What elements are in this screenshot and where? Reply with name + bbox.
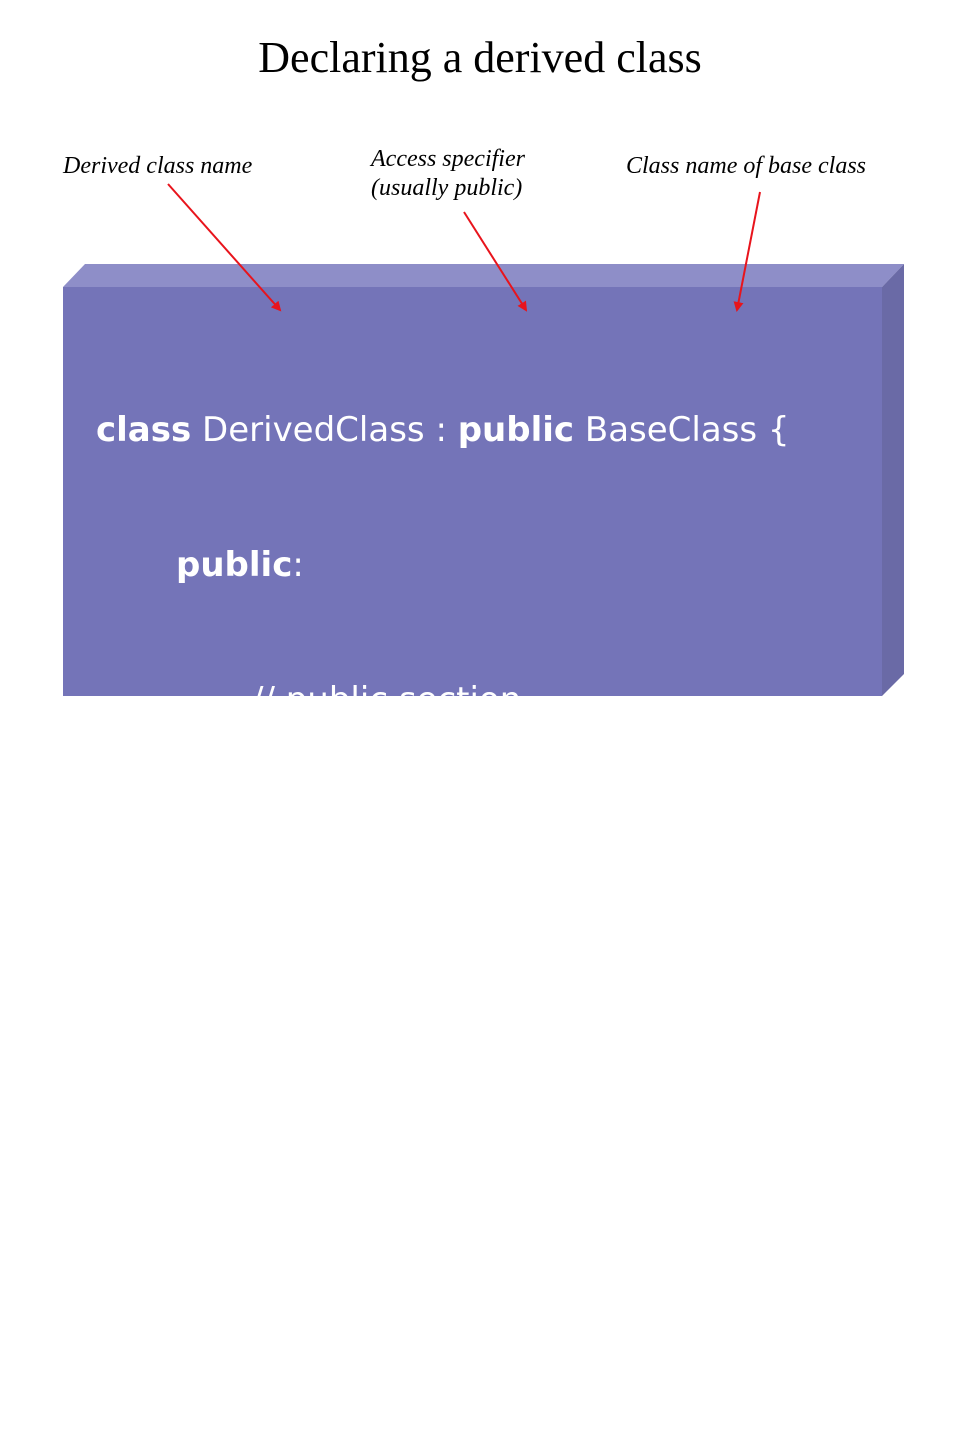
base-class-identifier: BaseClass { bbox=[574, 410, 790, 450]
code-box-front-face bbox=[63, 287, 882, 696]
code-box-side-face bbox=[882, 264, 904, 696]
keyword-class: class bbox=[96, 410, 192, 450]
code-line-private-ellipsis: …… bbox=[292, 1220, 360, 1260]
code-box-top-face bbox=[63, 264, 904, 287]
code-line-public-comment: // public section bbox=[252, 680, 522, 720]
access-specifier-label: Access specifier (usually public) bbox=[371, 145, 525, 203]
keyword-private: private bbox=[176, 950, 314, 990]
colon: : bbox=[292, 545, 304, 585]
access-specifier-label-line2: (usually public) bbox=[371, 175, 523, 201]
code-line-public-label: public: bbox=[96, 543, 790, 588]
base-class-name-label: Class name of base class bbox=[626, 153, 866, 179]
code-block: class DerivedClass : public BaseClass { … bbox=[96, 318, 790, 1440]
code-line-public-ellipsis: …… bbox=[292, 815, 360, 855]
code-line-private-label: private: bbox=[96, 948, 790, 993]
code-box bbox=[63, 264, 904, 696]
keyword-public-inheritance: public bbox=[457, 410, 575, 450]
code-line-class-declaration: class DerivedClass : public BaseClass { bbox=[96, 408, 790, 453]
derived-class-identifier: DerivedClass : bbox=[191, 410, 458, 450]
access-specifier-label-line1: Access specifier bbox=[371, 146, 525, 172]
code-line-private-comment: // private section bbox=[252, 1085, 540, 1125]
slide-title: Declaring a derived class bbox=[258, 33, 702, 82]
keyword-public: public bbox=[176, 545, 293, 585]
colon: : bbox=[313, 950, 325, 990]
derived-class-name-label: Derived class name bbox=[63, 153, 253, 179]
code-line-closing-brace: }; bbox=[96, 1355, 130, 1395]
